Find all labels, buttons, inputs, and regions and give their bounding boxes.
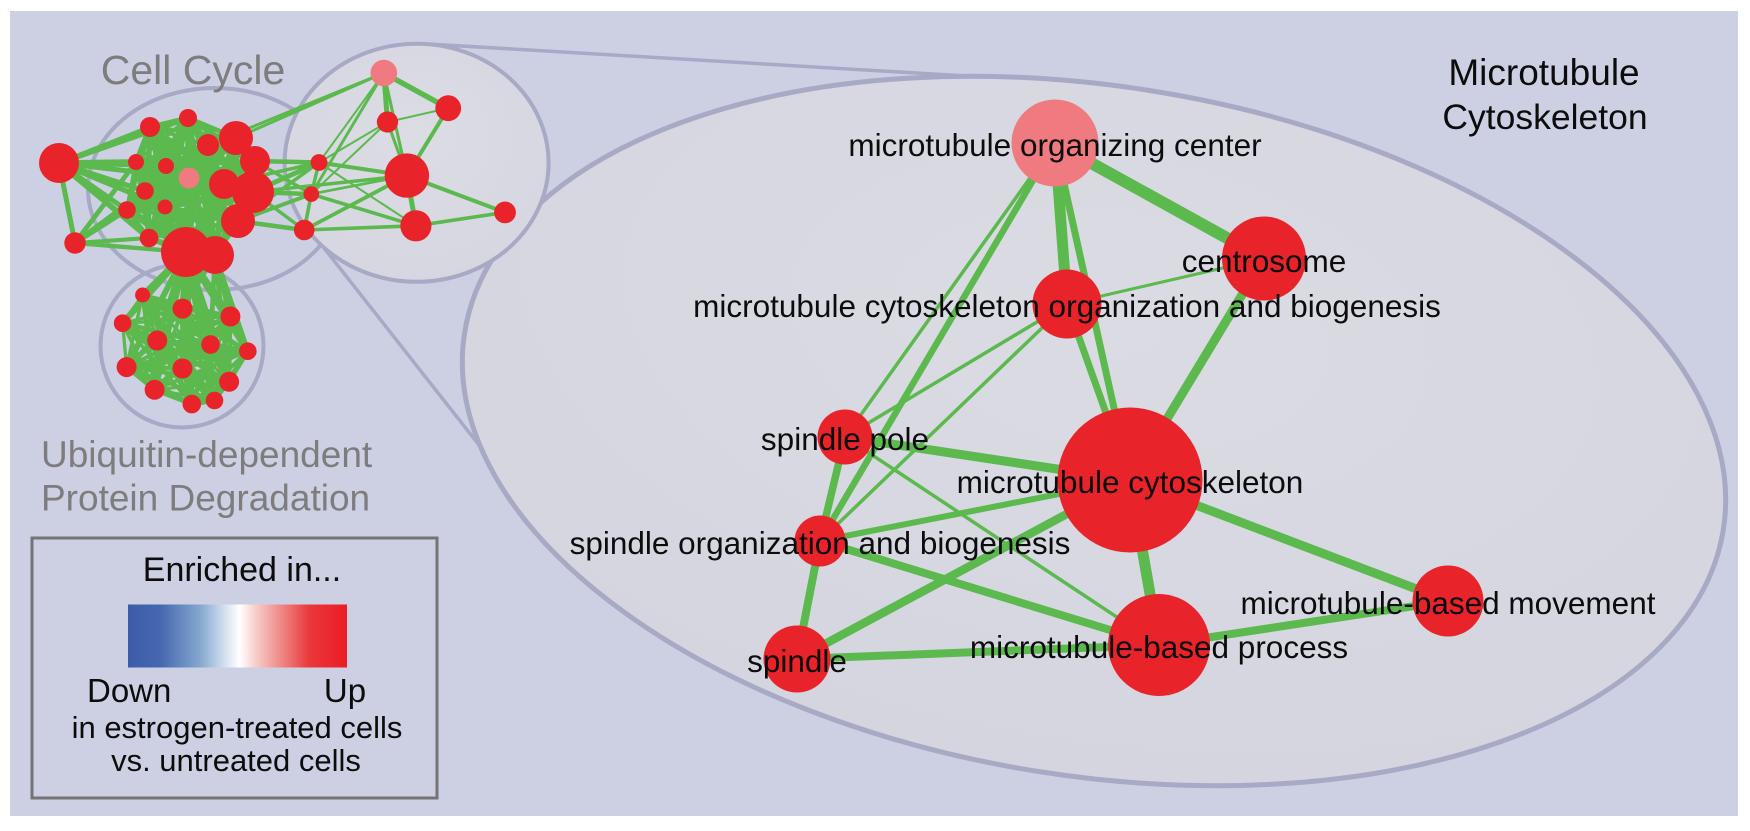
svg-text:Protein Degradation: Protein Degradation	[41, 478, 370, 519]
svg-text:microtubule-based movement: microtubule-based movement	[1241, 585, 1656, 621]
svg-text:spindle organization and bioge: spindle organization and biogenesis	[570, 525, 1071, 561]
svg-text:Cytoskeleton: Cytoskeleton	[1442, 97, 1647, 137]
svg-text:vs. untreated cells: vs. untreated cells	[111, 743, 361, 778]
svg-text:centrosome: centrosome	[1182, 243, 1347, 279]
svg-text:Microtubule: Microtubule	[1448, 52, 1639, 93]
svg-text:microtubule cytoskeleton organ: microtubule cytoskeleton organization an…	[693, 288, 1441, 324]
svg-text:Cell Cycle: Cell Cycle	[101, 47, 286, 93]
svg-text:microtubule organizing center: microtubule organizing center	[848, 127, 1261, 163]
svg-text:Enriched in...: Enriched in...	[143, 551, 341, 589]
svg-text:Down: Down	[87, 672, 171, 709]
svg-text:Ubiquitin-dependent: Ubiquitin-dependent	[41, 434, 373, 475]
svg-text:spindle: spindle	[747, 643, 847, 679]
svg-text:microtubule-based process: microtubule-based process	[970, 629, 1348, 665]
svg-text:Up: Up	[324, 672, 366, 709]
svg-text:in estrogen-treated cells: in estrogen-treated cells	[72, 710, 403, 745]
svg-text:spindle pole: spindle pole	[761, 421, 929, 457]
svg-text:microtubule cytoskeleton: microtubule cytoskeleton	[957, 464, 1304, 500]
